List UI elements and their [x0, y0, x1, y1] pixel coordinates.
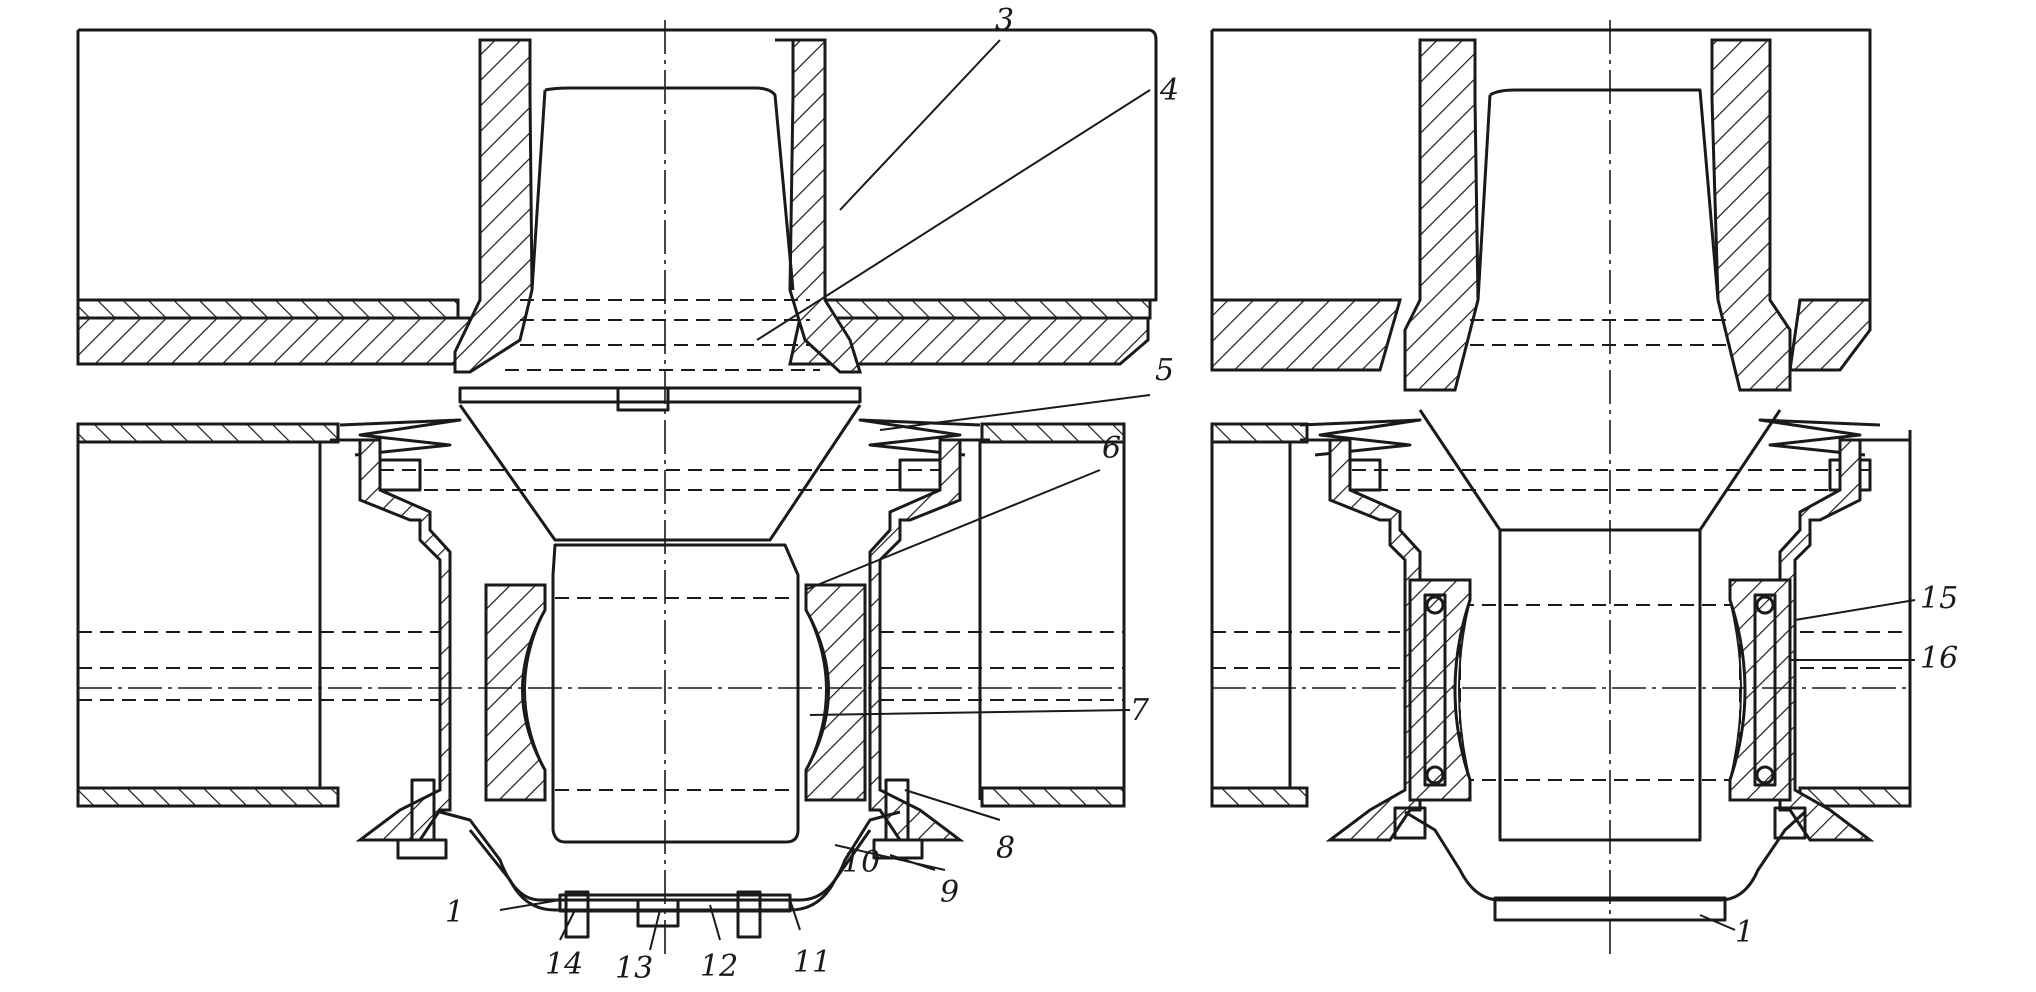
right-centre-pin	[1498, 528, 1702, 842]
callout-labels: 3 4 5 6 7 8 9 10 11 12 13 14 1 15 16 1	[445, 3, 1958, 986]
right-view	[1210, 20, 1916, 960]
left-bearing-block-l	[484, 583, 547, 802]
right-housing-wall-r	[1710, 38, 1792, 392]
left-centre-pin	[551, 543, 800, 844]
label-7: 7	[1130, 693, 1150, 728]
left-retaining-plate	[458, 386, 862, 404]
label-16: 16	[1920, 641, 1958, 676]
left-pivot-cone	[458, 404, 862, 542]
label-11: 11	[793, 945, 831, 980]
label-12: 12	[700, 949, 738, 984]
right-upper-deck	[1210, 298, 1402, 372]
left-housing-wall-r	[775, 38, 863, 374]
left-housing-wall-l	[453, 38, 534, 374]
label-4: 4	[1159, 73, 1179, 108]
label-13: 13	[615, 951, 653, 986]
label-1-left: 1	[445, 895, 464, 930]
left-upper-frame	[76, 28, 1158, 320]
label-8: 8	[996, 831, 1015, 866]
right-housing-wall-l	[1403, 38, 1480, 392]
label-6: 6	[1102, 431, 1121, 466]
left-view	[76, 20, 1158, 960]
left-lower-frame	[76, 438, 1126, 800]
left-outer-housing	[330, 438, 452, 842]
left-upper-deck	[76, 316, 472, 366]
label-14: 14	[545, 947, 583, 982]
left-bolts	[396, 778, 924, 939]
left-bearing-block-r	[804, 583, 867, 802]
right-upper-frame	[1210, 28, 1872, 302]
left-bellows	[339, 418, 981, 457]
label-10: 10	[842, 845, 880, 880]
label-15: 15	[1920, 581, 1958, 616]
right-bellows	[1299, 418, 1881, 457]
label-5: 5	[1155, 353, 1174, 388]
right-bottom-cap	[1404, 810, 1807, 902]
label-1-right: 1	[1735, 915, 1754, 950]
label-3: 3	[995, 3, 1014, 38]
right-lower-frame	[1210, 430, 1912, 800]
label-9: 9	[940, 875, 959, 910]
right-outer-housing	[1300, 438, 1422, 842]
